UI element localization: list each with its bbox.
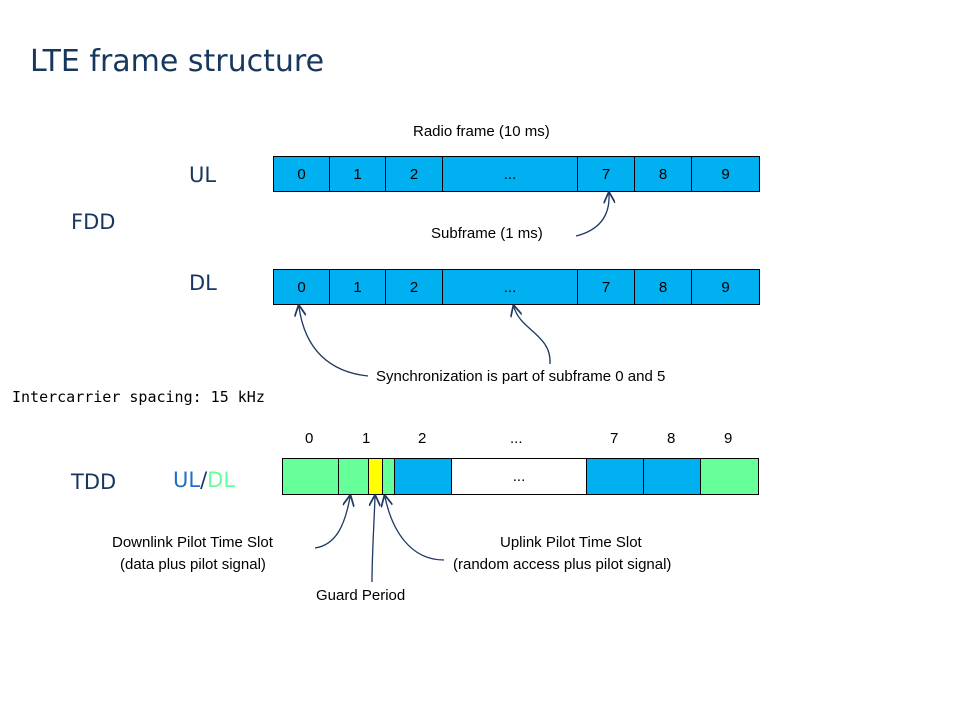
tdd-guard-period	[368, 458, 383, 495]
ul-subframe-ellipsis: ...	[442, 156, 578, 192]
uppts-label-line1: Uplink Pilot Time Slot	[500, 534, 642, 551]
guard-period-label: Guard Period	[316, 587, 406, 604]
ul-subframe-9: 9	[691, 156, 760, 192]
tdd-index-1: 1	[362, 430, 371, 447]
dl-subframe-7: 7	[577, 269, 635, 305]
dl-label: DL	[189, 271, 217, 295]
ul-subframe-1: 1	[329, 156, 386, 192]
subframe-arrow	[575, 194, 609, 237]
tdd-slash: /	[200, 468, 208, 492]
sync-arrow-subframe-0	[299, 307, 369, 377]
tdd-ul-text: UL	[173, 468, 201, 492]
tdd-subframe-7	[586, 458, 644, 495]
tdd-dwpts	[338, 458, 369, 495]
radio-frame-label: Radio frame (10 ms)	[413, 123, 550, 140]
dl-frame: 0 1 2 ... 7 8 9	[273, 269, 760, 305]
tdd-frame: ...	[282, 458, 759, 495]
tdd-subframe-0	[282, 458, 339, 495]
intercarrier-spacing-label: Intercarrier spacing: 15 kHz	[12, 388, 265, 406]
tdd-index-9: 9	[724, 430, 733, 447]
dl-subframe-1: 1	[329, 269, 386, 305]
tdd-label: TDD	[71, 470, 117, 494]
page-title: LTE frame structure	[30, 44, 325, 79]
dl-subframe-0: 0	[273, 269, 330, 305]
subframe-label: Subframe (1 ms)	[431, 225, 543, 242]
tdd-dl-text: DL	[207, 468, 236, 492]
dl-subframe-8: 8	[634, 269, 692, 305]
dwpts-label-line1: Downlink Pilot Time Slot	[112, 534, 273, 551]
fdd-label: FDD	[71, 210, 116, 234]
dl-subframe-9: 9	[691, 269, 760, 305]
guard-period-arrow	[372, 497, 375, 583]
tdd-subframe-8	[643, 458, 701, 495]
ul-subframe-7: 7	[577, 156, 635, 192]
ul-frame: 0 1 2 ... 7 8 9	[273, 156, 760, 192]
uppts-label-line2: (random access plus pilot signal)	[453, 556, 672, 573]
tdd-index-ellipsis: ...	[510, 430, 523, 447]
sync-arrow-subframe-5	[514, 307, 551, 365]
dwpts-arrow	[314, 497, 350, 549]
ul-subframe-8: 8	[634, 156, 692, 192]
dl-subframe-2: 2	[385, 269, 443, 305]
uppts-arrow	[385, 497, 445, 561]
ul-subframe-0: 0	[273, 156, 330, 192]
dl-subframe-ellipsis: ...	[442, 269, 578, 305]
ul-subframe-2: 2	[385, 156, 443, 192]
tdd-ul-dl-label: UL/DL	[173, 468, 235, 492]
tdd-index-2: 2	[418, 430, 427, 447]
tdd-subframe-9	[700, 458, 759, 495]
tdd-index-7: 7	[610, 430, 619, 447]
tdd-index-0: 0	[305, 430, 314, 447]
tdd-subframe-ellipsis: ...	[451, 458, 587, 495]
sync-label: Synchronization is part of subframe 0 an…	[376, 368, 666, 385]
ul-label: UL	[189, 163, 217, 187]
dwpts-label-line2: (data plus pilot signal)	[120, 556, 266, 573]
tdd-index-8: 8	[667, 430, 676, 447]
tdd-subframe-2	[394, 458, 452, 495]
